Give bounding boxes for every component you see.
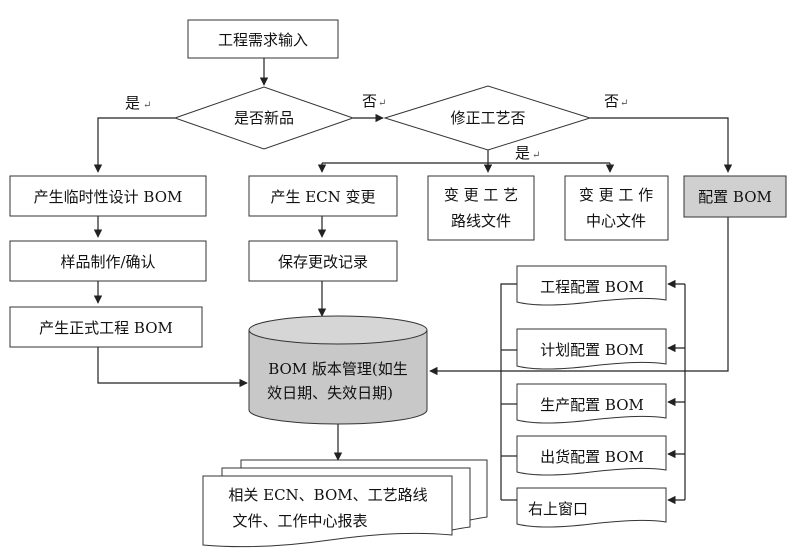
node-label: 工程需求输入	[218, 31, 308, 49]
node-label-line2: 文件、工作中心报表	[232, 512, 367, 530]
doc-eng-config-bom: 工程配置 BOM	[516, 265, 667, 306]
node-label-line1: 变 更 工 作	[579, 186, 653, 204]
label-yes-2: 是	[515, 144, 530, 162]
doc-label: 生产配置 BOM	[540, 396, 644, 414]
node-save-change-record: 保存更改记录	[248, 240, 398, 282]
arrow-formal-to-version	[97, 347, 248, 388]
doc-plan-config-bom: 计划配置 BOM	[516, 328, 667, 370]
node-ecn-change: 产生 ECN 变更	[248, 175, 398, 217]
decision-modify-process: 修正工艺否	[383, 85, 592, 151]
node-sample-making: 样品制作/确认	[9, 240, 207, 282]
config-list-bus-left	[500, 283, 517, 371]
doc-ship-config-bom: 出货配置 BOM	[516, 435, 667, 476]
node-label-line2: 效日期、失效日期)	[267, 384, 393, 402]
node-label: 保存更改记录	[278, 253, 368, 271]
config-doc-list: 工程配置 BOM 计划配置 BOM 生产配置 BOM 出货配置 BOM 右上窗口	[516, 265, 667, 528]
label-yes-1: 是	[125, 94, 140, 112]
node-change-routing: 变 更 工 艺 路线文件	[427, 175, 535, 241]
doc-label: 计划配置 BOM	[540, 341, 644, 359]
doc-label: 工程配置 BOM	[540, 278, 644, 296]
doc-prod-config-bom: 生产配置 BOM	[516, 383, 667, 424]
node-label: 产生 ECN 变更	[270, 188, 375, 206]
node-label-line1: BOM 版本管理(如生	[268, 360, 408, 378]
para-mark: ↵	[620, 98, 628, 109]
node-label-line1: 变 更 工 艺	[444, 186, 518, 204]
arrow-config-to-version	[429, 217, 729, 376]
connectors	[93, 58, 733, 505]
node-change-workcenter: 变 更 工 作 中心文件	[564, 175, 669, 241]
doc-label: 右上窗口	[528, 500, 588, 518]
node-reports-multidoc: 相关 ECN、BOM、工艺路线 文件、工作中心报表	[202, 459, 488, 548]
node-label-line2: 中心文件	[586, 212, 646, 230]
node-label-line2: 路线文件	[451, 212, 511, 230]
node-label: 样品制作/确认	[60, 253, 155, 271]
node-label: 产生临时性设计 BOM	[34, 188, 183, 206]
decision-is-new-product: 是否新品	[173, 86, 355, 150]
decision-label: 修正工艺否	[450, 109, 525, 127]
label-no-1: 否	[362, 92, 377, 110]
node-formal-eng-bom: 产生正式工程 BOM	[9, 306, 203, 348]
arrow-no-to-config-bom	[590, 117, 733, 173]
node-label-line1: 相关 ECN、BOM、工艺路线	[228, 486, 427, 504]
node-config-bom: 配置 BOM	[683, 175, 787, 218]
node-label: 配置 BOM	[698, 188, 772, 206]
node-temp-design-bom: 产生临时性设计 BOM	[9, 175, 207, 217]
branch-labels: 是 ↵ 否 ↵ 否 ↵ 是 ↵	[125, 92, 628, 162]
para-mark: ↵	[143, 100, 151, 111]
para-mark: ↵	[378, 98, 386, 109]
node-requirement-input: 工程需求输入	[187, 19, 339, 59]
node-label: 产生正式工程 BOM	[39, 319, 173, 337]
para-mark: ↵	[532, 150, 540, 161]
label-no-2: 否	[604, 92, 619, 110]
node-bom-version-db: BOM 版本管理(如生 效日期、失效日期)	[248, 315, 428, 425]
doc-label: 出货配置 BOM	[540, 448, 644, 466]
decision-label: 是否新品	[234, 109, 294, 127]
doc-top-right-window: 右上窗口	[516, 487, 667, 528]
arrow-yes-to-temp-bom	[93, 117, 175, 173]
